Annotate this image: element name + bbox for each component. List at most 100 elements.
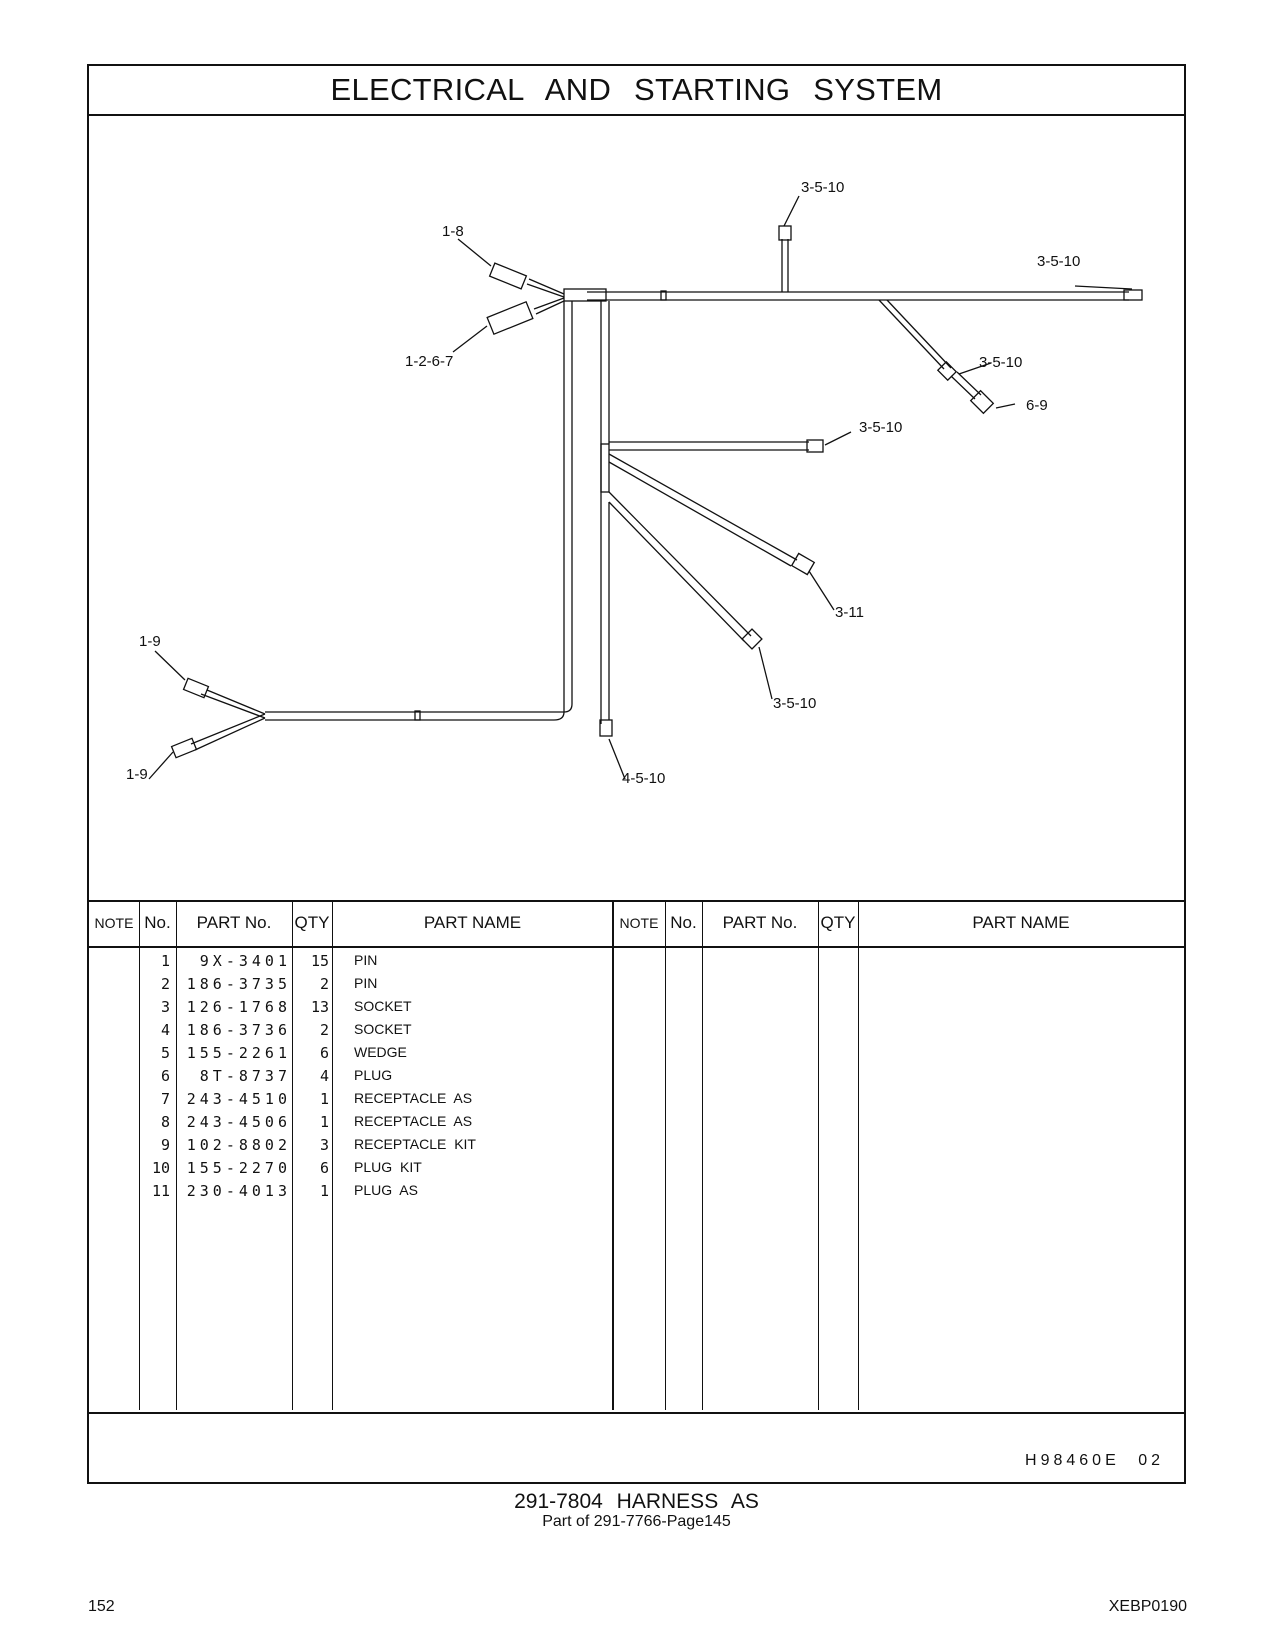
row-part-no: 102-8802 (186, 1136, 291, 1154)
col-divider (858, 900, 859, 1410)
row-part-no: 155-2270 (186, 1159, 291, 1177)
header-part-name-right: PART NAME (972, 913, 1070, 932)
row-part-name: RECEPTACLE AS (354, 1113, 473, 1129)
header-qty-left: QTY (294, 913, 330, 932)
table-row: 3 126-1768 13 SOCKET (89, 998, 1184, 1021)
callout-4-5-10: 4-5-10 (622, 770, 665, 787)
col-divider (332, 900, 333, 1410)
row-no: 2 (160, 975, 170, 993)
row-part-no: 8T-8737 (199, 1067, 291, 1085)
header-note-left: NOTE (94, 915, 134, 931)
row-part-name: PLUG AS (354, 1182, 418, 1198)
parts-page-frame: ELECTRICAL AND STARTING SYSTEM (87, 64, 1186, 1484)
header-part-no-left: PART No. (196, 913, 272, 932)
row-no: 7 (160, 1090, 170, 1108)
col-divider-center (612, 900, 614, 1410)
branch-connector-mid (936, 360, 958, 382)
row-no: 9 (160, 1136, 170, 1154)
row-qty: 6 (319, 1159, 329, 1177)
col-divider (702, 900, 703, 1410)
end-connector-right (1123, 289, 1143, 301)
callout-6-9: 6-9 (1026, 397, 1048, 414)
parts-table: NOTE No. PART No. QTY PART NAME NOTE No.… (89, 900, 1184, 1414)
row-part-no: 9X-3401 (199, 952, 291, 970)
callout-upper-1-9: 1-9 (139, 633, 161, 650)
junction-clamp (563, 288, 607, 302)
row-part-no: 230-4013 (186, 1182, 291, 1200)
row-qty: 1 (319, 1113, 329, 1131)
row-no: 8 (160, 1113, 170, 1131)
table-row: 5 155-2261 6 WEDGE (89, 1044, 1184, 1067)
col-divider (818, 900, 819, 1410)
row-qty: 4 (319, 1067, 329, 1085)
row-part-no: 186-3735 (186, 975, 291, 993)
row-part-no: 243-4510 (186, 1090, 291, 1108)
branch-connector-horizontal (806, 439, 824, 453)
col-divider (176, 900, 177, 1410)
row-no: 10 (151, 1159, 170, 1177)
assembly-reference: Part of 291-7766-Page145 (542, 1513, 731, 1530)
row-no: 11 (151, 1182, 170, 1200)
row-part-name: PLUG (354, 1067, 393, 1083)
row-no: 1 (160, 952, 170, 970)
row-no: 6 (160, 1067, 170, 1085)
row-qty: 3 (319, 1136, 329, 1154)
header-no-right: No. (670, 913, 697, 932)
left-connector-upper (182, 677, 210, 699)
row-part-name: PIN (354, 952, 378, 968)
header-rule (89, 946, 1184, 948)
row-qty: 13 (310, 998, 329, 1016)
callout-1-2-6-7: 1-2-6-7 (405, 353, 453, 370)
branch-connector-3-11 (790, 552, 816, 576)
header-part-name-left: PART NAME (423, 913, 522, 932)
row-part-name: RECEPTACLE AS (354, 1090, 473, 1106)
drawing-code: H98460E 02 (1025, 1452, 1164, 1469)
row-part-no: 126-1768 (186, 998, 291, 1016)
header-no-left: No. (144, 913, 171, 932)
row-no: 3 (160, 998, 170, 1016)
col-divider (292, 900, 293, 1410)
drop-connector (599, 719, 613, 737)
left-connector-lower (170, 737, 198, 759)
row-qty: 1 (319, 1090, 329, 1108)
branch-connector-end (969, 389, 995, 415)
row-no: 4 (160, 1021, 170, 1039)
section-title: ELECTRICAL AND STARTING SYSTEM (89, 66, 1184, 116)
row-part-name: RECEPTACLE KIT (354, 1136, 476, 1152)
callout-lower-3-5-10: 3-5-10 (773, 695, 816, 712)
harness-drawing: 1-8 1-2-6-7 3-5-10 3-5-10 3-5-10 6-9 3-5… (126, 179, 1143, 787)
callout-lower-1-9: 1-9 (126, 766, 148, 783)
callout-mid-3-5-10: 3-5-10 (859, 419, 902, 436)
row-part-name: WEDGE (354, 1044, 407, 1060)
branch-connector-lower (741, 628, 763, 650)
col-divider (139, 900, 140, 1410)
row-part-name: PIN (354, 975, 378, 991)
row-part-name: SOCKET (354, 998, 412, 1014)
callout-top-3-5-10: 3-5-10 (801, 179, 844, 196)
callout-right-3-5-10: 3-5-10 (1037, 253, 1080, 270)
table-row: 4 186-3736 2 SOCKET (89, 1021, 1184, 1044)
row-part-name: SOCKET (354, 1021, 412, 1037)
callout-diag-3-5-10: 3-5-10 (979, 354, 1022, 371)
header-part-no-right: PART No. (722, 913, 798, 932)
row-qty: 2 (319, 1021, 329, 1039)
row-qty: 6 (319, 1044, 329, 1062)
col-divider (665, 900, 666, 1410)
callout-1-8: 1-8 (442, 223, 464, 240)
table-row: 7 243-4510 1 RECEPTACLE AS (89, 1090, 1184, 1113)
header-note-right: NOTE (619, 915, 659, 931)
row-part-no: 155-2261 (186, 1044, 291, 1062)
table-row: 9 102-8802 3 RECEPTACLE KIT (89, 1136, 1184, 1159)
row-part-no: 186-3736 (186, 1021, 291, 1039)
table-row: 6 8T-8737 4 PLUG (89, 1067, 1184, 1090)
connector-1-8 (488, 262, 528, 290)
callout-3-11: 3-11 (835, 604, 864, 621)
document-id: XEBP0190 (1108, 1598, 1187, 1615)
row-no: 5 (160, 1044, 170, 1062)
assembly-title: 291-7804 HARNESS AS (514, 1490, 759, 1513)
